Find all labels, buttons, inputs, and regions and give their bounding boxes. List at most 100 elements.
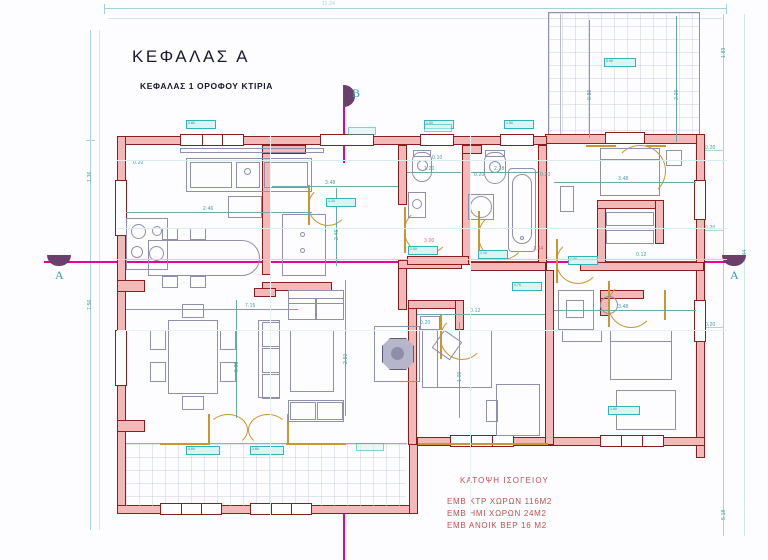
toilet-2-bowl [484,152,506,184]
dimension-line-dining-height [236,300,237,418]
dimension-terrace-height: 0.80 [587,89,593,100]
mullion [181,503,182,515]
kitchen-sink-basin-left [190,162,232,188]
dimension-line-top-secondary [108,18,722,19]
veranda-edge [560,14,561,140]
sink-2 [468,194,494,220]
dimension-wall-bath2: 0.20 [540,172,551,178]
tag-door-bedroom1-text: 0.70 [514,283,521,287]
window-rear-bedroom2 [600,435,664,447]
dimension-right-upper: 1.83 [721,47,727,58]
dimension-hall-width: 3.48 [325,180,336,186]
tag-door-bath1 [408,246,438,255]
chair-3 [486,400,498,422]
kitchen-sink-unit [186,158,312,192]
dining-chair-bottom [182,396,204,410]
dimension-left-upper: 1.36 [87,171,93,182]
dimension-line-hall [272,186,398,187]
kitchen-stove [126,218,168,270]
door-leaf-bath2 [478,211,480,259]
door-head-rear [418,443,548,445]
dimension-tick [726,4,727,14]
page-subtitle: ΚΕΦΑΛΑΣ 1 ΟΡΟΦΟΥ ΚΤΙΡΙΑ [140,81,273,91]
mullion [492,435,493,447]
mullion [201,503,202,515]
legend-header: ΚΑΤΟΨΗ ΙΣΟΓΕΙΟΥ [460,476,549,485]
tag-door-kitchen-text: 1.20 [328,199,335,203]
kitchen-faucet [244,168,251,175]
kitchen-pantry [282,214,326,276]
tag-window-bath1-text: 1.00 [426,121,433,125]
aux-line-h-4 [117,330,727,331]
tag-terrace-door-text: 0.90 [606,59,613,63]
dimension-bedroom1-width: 3.48 [618,176,629,182]
section-marker-left-a: A [55,268,64,282]
tag-window-front-left-text: 0.60 [188,447,195,451]
aux-line-h-3 [117,228,727,229]
sofa-bottom [288,400,344,422]
window-bath1 [420,134,454,146]
chair-2 [600,296,618,314]
tag-extra-3 [356,443,384,451]
wall-corridor-left-upper [398,145,407,205]
dimension-aux-red: 1.44 [533,246,544,252]
bed-1-headboard [600,148,660,160]
dimension-line-bath1 [407,172,461,173]
dining-chair-l2 [150,362,166,382]
sofa-bottom-seat-1 [290,402,316,420]
window-kitchen [180,134,244,146]
window-bath2 [500,134,534,146]
bathtub-drain [520,236,524,240]
tag-extra-1 [424,124,452,132]
mullion [222,134,223,146]
dimension-aux-red-2: 3.00 [424,238,435,244]
door-jamb-closet [664,290,666,320]
section-arrow-right [722,255,746,266]
kitchen-island [148,240,260,276]
tag-window-rear [608,406,640,415]
window-front-left [160,503,222,515]
dimension-bath2-width: 2.18 [494,166,505,172]
legend-line-area-semi: ΕΜΒ ΗΜΙ ΧΩΡΩΝ 24Μ2 [447,509,547,518]
sofa-bottom-seat-2 [317,402,343,420]
dimension-line-top [104,8,726,9]
tag-door-kitchen [326,198,356,207]
mullion [291,503,292,515]
dimension-right-wall-1: 0.20 [705,145,716,151]
media-unit [374,326,420,382]
tag-window-front-left [186,446,220,455]
dimension-dining-height: 5.38 [234,361,240,372]
tag-terrace-door [604,58,636,67]
dimension-wall-left: 0.20 [133,160,144,166]
bed-3-headboard [422,330,438,388]
dimension-line-bath2 [470,172,538,173]
column-left-lower [117,420,145,432]
tag-door-bedroom2 [568,256,598,265]
dimension-line-kitchen-width [126,212,312,213]
door-swing-veranda-right [248,414,288,446]
dimension-living-height: 2.60 [343,353,349,364]
door-leaf-bedroom1 [556,239,558,283]
tag-door-bath2 [478,250,508,259]
closet-shelf-2 [606,230,654,244]
door-swing-veranda-left [208,414,248,446]
tag-window-kitchen [186,120,216,129]
wall-bath1-top [462,145,482,154]
sink-1-basin [412,199,422,209]
section-marker-right-a: A [730,268,739,282]
dimension-door-closet: 0.12 [636,252,647,258]
dimension-left-lower: 7.56 [87,299,93,310]
legend-line-area-open: ΕΜΒ ΑΝΟΙΚ ΒΕΡ 16 Μ2 [447,521,547,530]
toilet-1-bowl [412,152,432,182]
window-right-upper [694,180,706,220]
kitchen-sink-basin-right [264,162,308,188]
mullion [202,134,203,146]
wall-bedroom1-right [655,200,664,244]
aux-line-h-2 [117,160,727,161]
dimension-line-bedroom3-height [459,322,460,418]
dimension-right-lower: 5.18 [721,509,727,520]
sofa-left-seat-1 [262,322,280,347]
bathtub [508,168,536,252]
door-leaf-bath1 [404,207,406,253]
bar-stool-4 [190,276,206,288]
